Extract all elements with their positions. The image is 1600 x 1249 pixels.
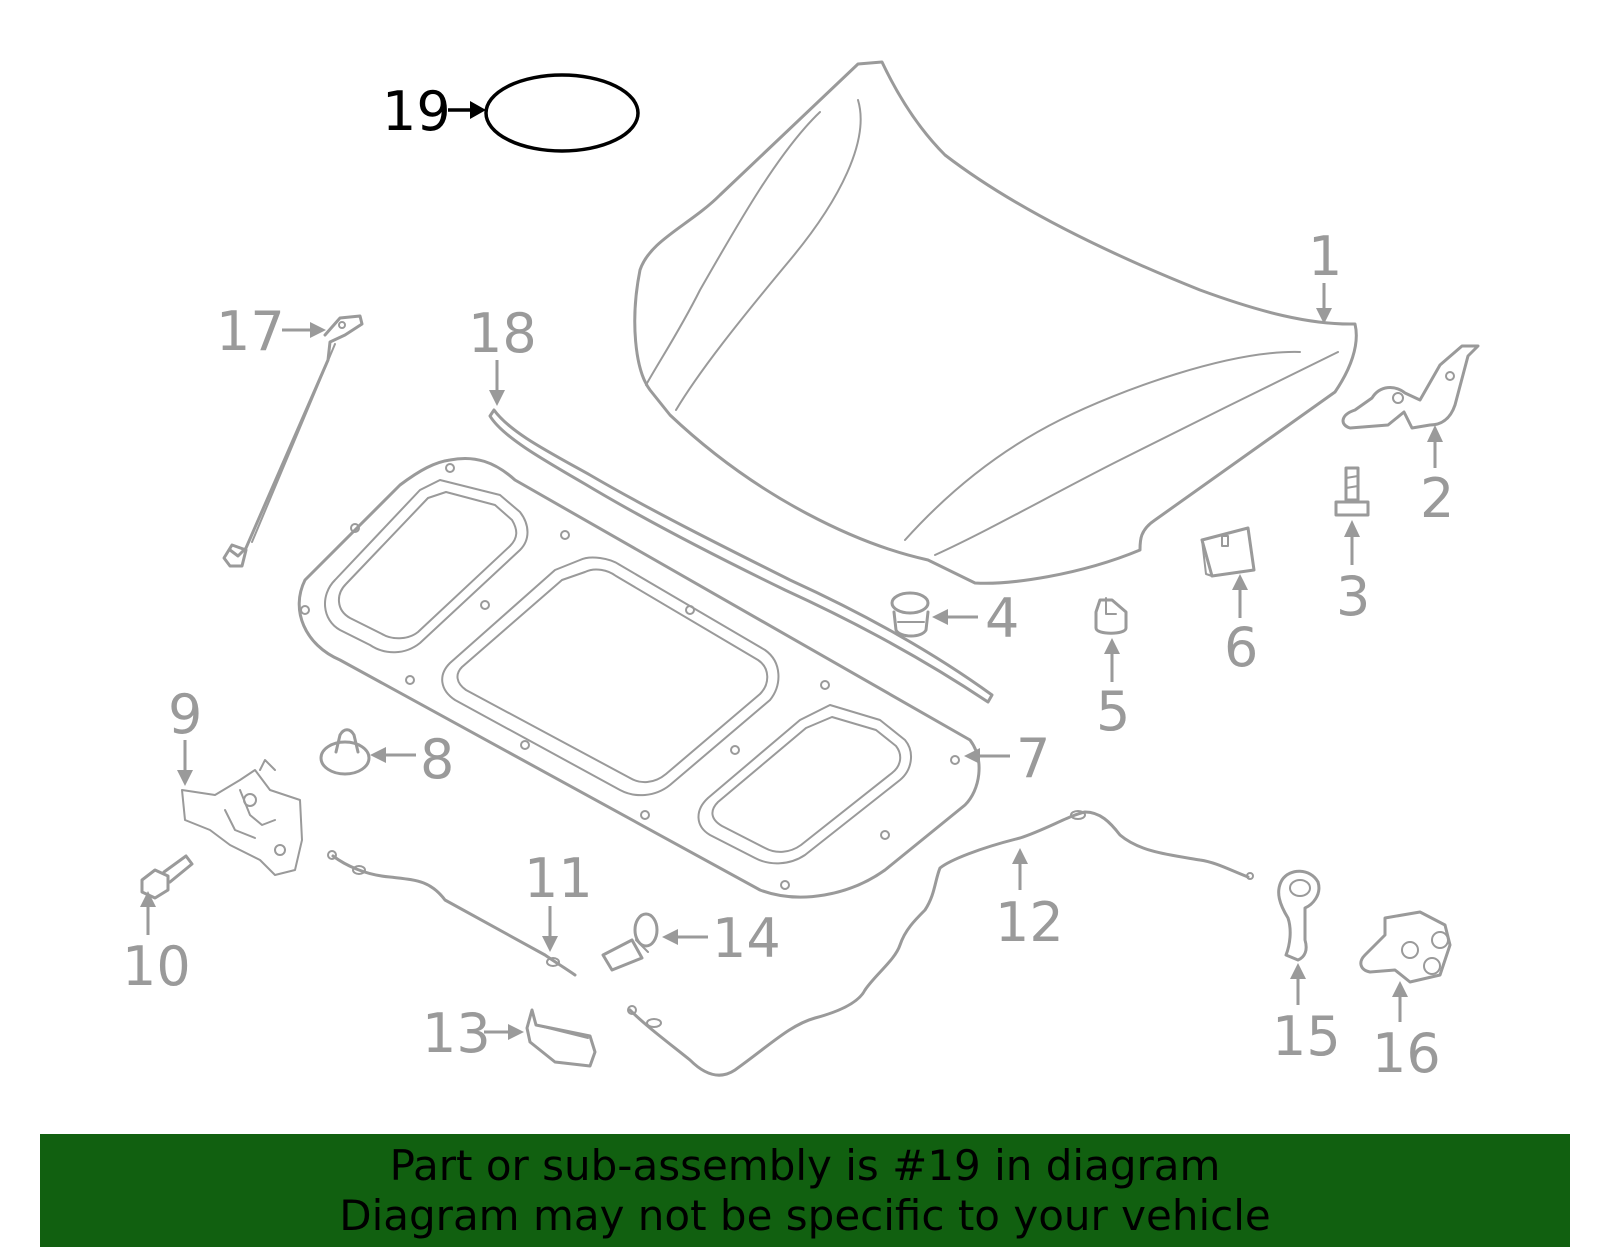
part-17-prop-rod[interactable] bbox=[222, 314, 364, 568]
callout-arrow-14 bbox=[662, 929, 708, 945]
callout-arrow-13 bbox=[484, 1024, 524, 1040]
part-13-bracket[interactable] bbox=[525, 1008, 597, 1068]
part-15-handle[interactable] bbox=[1277, 869, 1321, 962]
callout-arrow-16 bbox=[1392, 981, 1408, 1022]
callout-arrow-3 bbox=[1344, 520, 1360, 565]
callout-1[interactable]: 1 bbox=[1308, 225, 1342, 288]
part-4-grommet[interactable] bbox=[890, 591, 930, 638]
callout-arrow-18 bbox=[489, 360, 505, 406]
callout-arrow-19 bbox=[448, 101, 486, 119]
part-12-cable[interactable] bbox=[627, 810, 1254, 1077]
part-1-hood[interactable] bbox=[633, 60, 1358, 585]
part-8-pushpin[interactable] bbox=[319, 728, 371, 776]
part-6-clip[interactable] bbox=[1200, 526, 1256, 578]
part-2-hinge[interactable] bbox=[1341, 344, 1480, 430]
callout-6[interactable]: 6 bbox=[1224, 616, 1258, 679]
callout-16[interactable]: 16 bbox=[1372, 1022, 1441, 1085]
callout-arrow-17 bbox=[282, 322, 326, 338]
callout-arrow-10 bbox=[140, 891, 156, 935]
callout-13[interactable]: 13 bbox=[422, 1002, 491, 1065]
callout-10[interactable]: 10 bbox=[122, 935, 191, 998]
callout-arrow-8 bbox=[370, 747, 416, 763]
callout-5[interactable]: 5 bbox=[1096, 680, 1130, 743]
callout-arrow-11 bbox=[542, 906, 558, 952]
callout-8[interactable]: 8 bbox=[420, 728, 454, 791]
callout-arrow-6 bbox=[1232, 574, 1248, 618]
callout-arrow-2 bbox=[1427, 425, 1443, 468]
callout-11[interactable]: 11 bbox=[524, 847, 593, 910]
footer-line-2: Diagram may not be specific to your vehi… bbox=[339, 1191, 1271, 1240]
part-16-lock[interactable] bbox=[1359, 910, 1452, 984]
callout-3[interactable]: 3 bbox=[1336, 565, 1370, 628]
part-18-seal[interactable] bbox=[488, 408, 994, 704]
callout-arrow-1 bbox=[1316, 283, 1332, 324]
part-19-oval[interactable] bbox=[484, 73, 640, 153]
callout-arrow-4 bbox=[932, 609, 978, 625]
part-7-insulator[interactable] bbox=[297, 456, 981, 899]
part-11-cable[interactable] bbox=[327, 850, 577, 977]
callout-arrow-9 bbox=[177, 740, 193, 786]
part-3-bolt[interactable] bbox=[1334, 466, 1370, 517]
callout-7[interactable]: 7 bbox=[1016, 727, 1050, 790]
footer-line-1: Part or sub-assembly is #19 in diagram bbox=[389, 1141, 1221, 1190]
callout-15[interactable]: 15 bbox=[1272, 1005, 1341, 1068]
callout-17[interactable]: 17 bbox=[216, 300, 285, 363]
part-5-bumper[interactable] bbox=[1094, 597, 1128, 635]
callout-arrow-7 bbox=[964, 748, 1010, 764]
callout-18[interactable]: 18 bbox=[468, 302, 537, 365]
callout-9[interactable]: 9 bbox=[168, 683, 202, 746]
callout-14[interactable]: 14 bbox=[712, 907, 781, 970]
callout-arrow-5 bbox=[1104, 638, 1120, 682]
callout-12[interactable]: 12 bbox=[995, 891, 1064, 954]
part-14-bolt[interactable] bbox=[601, 912, 659, 972]
part-9-latch[interactable] bbox=[181, 759, 303, 876]
callout-2[interactable]: 2 bbox=[1420, 467, 1454, 530]
callout-arrow-12 bbox=[1012, 848, 1028, 890]
footer-banner: Part or sub-assembly is #19 in diagram D… bbox=[40, 1134, 1570, 1247]
part-10-bolt[interactable] bbox=[140, 854, 194, 900]
callout-arrow-15 bbox=[1290, 963, 1306, 1005]
callout-4[interactable]: 4 bbox=[985, 587, 1019, 650]
callout-19[interactable]: 19 bbox=[382, 80, 451, 143]
